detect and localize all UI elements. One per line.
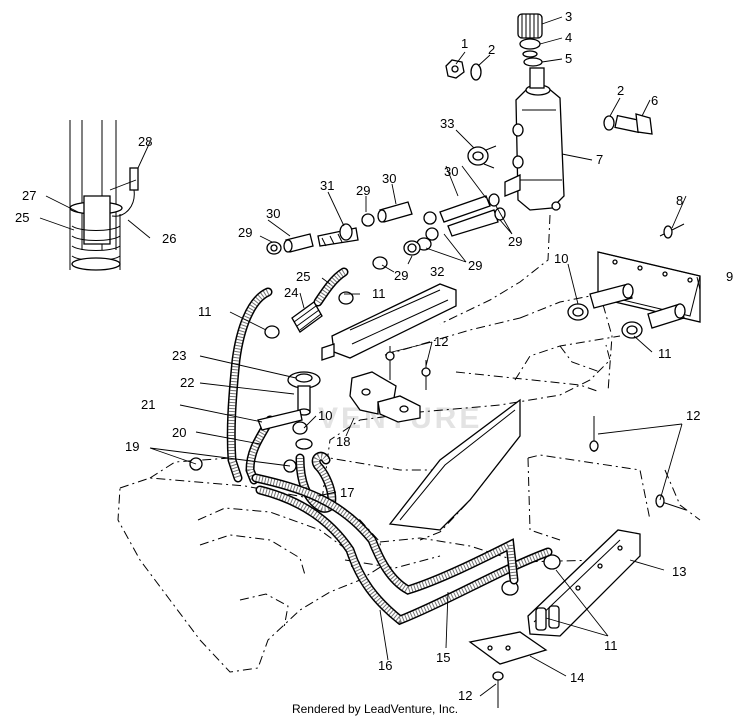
callout-15: 15 — [436, 650, 450, 665]
callout-9: 9 — [726, 269, 733, 284]
callout-29: 29 — [356, 183, 370, 198]
leader-lines — [39, 16, 701, 697]
callout-29: 29 — [468, 258, 482, 273]
coolant-hose-left — [226, 287, 273, 483]
small-plate — [468, 631, 548, 665]
rivet — [655, 494, 687, 511]
callout-12: 12 — [686, 408, 700, 423]
callout-8: 8 — [676, 193, 683, 208]
callout-17: 17 — [340, 485, 354, 500]
callout-25: 25 — [296, 269, 310, 284]
vent-hose-detail — [69, 120, 139, 271]
rivet — [492, 671, 504, 708]
hose-clamp — [189, 291, 354, 473]
fitting-assembly — [266, 145, 506, 270]
callout-30: 30 — [382, 171, 396, 186]
callout-20: 20 — [172, 425, 186, 440]
callout-11: 11 — [604, 638, 618, 653]
callout-29: 29 — [508, 234, 522, 249]
callout-24: 24 — [284, 285, 298, 300]
heat-exchanger-housing — [321, 283, 457, 361]
callouts: 1 2 3 4 5 2 6 33 7 28 27 25 26 31 29 30 … — [15, 9, 733, 703]
washer — [470, 63, 482, 81]
bolt — [614, 113, 653, 135]
cap-gasket — [523, 57, 543, 67]
mounting-bracket — [349, 371, 421, 423]
callout-3: 3 — [565, 9, 572, 24]
washer — [603, 115, 615, 131]
callout-30: 30 — [444, 164, 458, 179]
callout-16: 16 — [378, 658, 392, 673]
nut — [445, 59, 465, 79]
callout-11: 11 — [372, 286, 386, 301]
callout-4: 4 — [565, 30, 572, 45]
callout-2: 2 — [617, 83, 624, 98]
callout-19: 19 — [125, 439, 139, 454]
reservoir-cap — [517, 13, 543, 50]
callout-32: 32 — [430, 264, 444, 279]
callout-5: 5 — [565, 51, 572, 66]
callout-12: 12 — [458, 688, 472, 703]
callout-2: 2 — [488, 42, 495, 57]
callout-26: 26 — [162, 231, 176, 246]
callout-11: 11 — [658, 346, 672, 361]
outlet-fitting — [257, 371, 321, 450]
rear-bracket — [501, 529, 641, 637]
callout-7: 7 — [596, 152, 603, 167]
callout-10: 10 — [318, 408, 332, 423]
rivet — [659, 223, 685, 239]
callout-33: 33 — [440, 116, 454, 131]
callout-30: 30 — [266, 206, 280, 221]
callout-23: 23 — [172, 348, 186, 363]
callout-28: 28 — [138, 134, 152, 149]
callout-21: 21 — [141, 397, 155, 412]
callout-11: 11 — [198, 304, 212, 319]
callout-22: 22 — [180, 375, 194, 390]
callout-14: 14 — [570, 670, 584, 685]
callout-13: 13 — [672, 564, 686, 579]
callout-31: 31 — [320, 178, 334, 193]
cap-seal — [522, 50, 538, 58]
callout-18: 18 — [336, 434, 350, 449]
bellows — [291, 301, 323, 333]
callout-1: 1 — [461, 36, 468, 51]
coolant-hose-25 — [313, 267, 349, 307]
callout-10: 10 — [554, 251, 568, 266]
coolant-hose-15 — [251, 473, 519, 595]
callout-29: 29 — [394, 268, 408, 283]
coolant-reservoir — [504, 67, 565, 211]
console-panel — [388, 398, 521, 531]
rivet — [385, 346, 431, 390]
callout-29: 29 — [238, 225, 252, 240]
coolant-hose-16 — [255, 485, 553, 626]
callout-25: 25 — [15, 210, 29, 225]
callout-27: 27 — [22, 188, 36, 203]
footer-credit: Rendered by LeadVenture, Inc. — [291, 702, 459, 716]
callout-6: 6 — [651, 93, 658, 108]
rivet — [589, 416, 599, 452]
flap-panel — [567, 251, 701, 339]
callout-12: 12 — [434, 334, 448, 349]
